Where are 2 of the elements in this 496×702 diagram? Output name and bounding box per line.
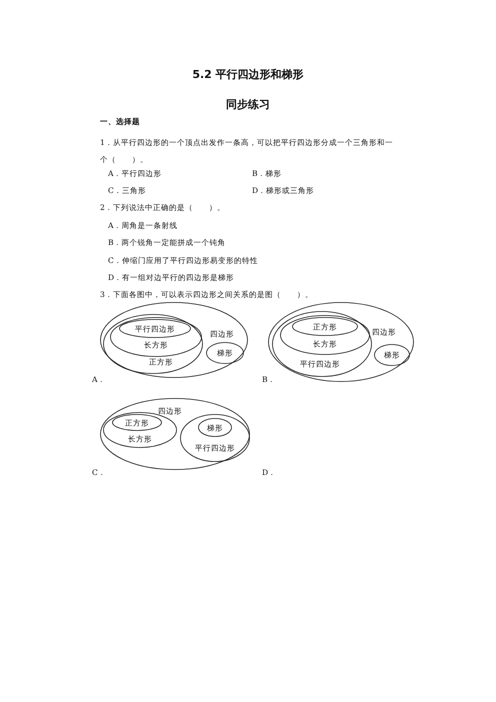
subtitle: 同步练习 [225,100,271,110]
page-title: 5.2 平行四边形和梯形 [191,70,305,80]
